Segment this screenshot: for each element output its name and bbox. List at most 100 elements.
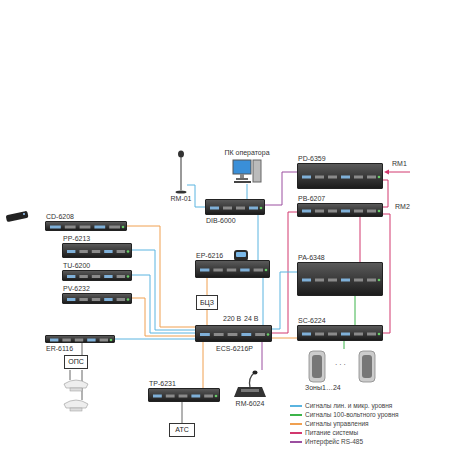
signal-connector — [272, 338, 297, 339]
signal-connector — [383, 180, 388, 207]
rack-device: ECS-6216P — [195, 325, 272, 342]
signal-connector — [355, 296, 356, 325]
rack-drawing — [298, 204, 384, 218]
device-label: DIB-6000 — [206, 217, 236, 225]
device-label: PD-6359 — [298, 155, 326, 163]
signal-connector — [272, 212, 297, 333]
smoke-detector — [64, 380, 88, 391]
device-label: TU-6200 — [63, 262, 90, 270]
device-label: ECS-6216P — [216, 345, 253, 353]
rack-drawing — [63, 244, 133, 259]
signal-label: RM1 — [392, 160, 407, 168]
legend-text: Сигналы управления — [305, 420, 369, 428]
device-label: CD-6208 — [46, 213, 74, 221]
device-label: PA-6348 — [298, 254, 325, 262]
signal-connector — [132, 298, 195, 336]
rack-drawing — [63, 271, 133, 282]
legend-swatch — [290, 441, 302, 443]
rack-device: DIB-6000 — [205, 199, 265, 215]
legend-swatch — [290, 423, 302, 425]
rack-device: EP-6216 — [195, 260, 270, 278]
signal-connector — [344, 341, 345, 349]
signal-connector — [360, 217, 361, 262]
device-label: SC-6224 — [298, 317, 326, 325]
device-label: PB-6207 — [298, 195, 325, 203]
legend-row: Интерфейс RS-485 — [290, 438, 448, 446]
process-box: ОПС — [64, 355, 88, 369]
legend-row: Питание системы — [290, 429, 448, 437]
signal-connector — [182, 402, 183, 423]
device-label: RM-01 — [171, 195, 192, 203]
rack-device: TU-6200 — [62, 270, 132, 281]
device-label: Зоны1…24 — [305, 384, 341, 392]
box-text: АТС — [175, 426, 188, 434]
rack-device: TP-6231 — [148, 388, 220, 402]
signal-connector — [262, 342, 263, 370]
desk-device: RM-6024 — [232, 370, 268, 398]
rack-drawing — [298, 326, 384, 342]
box-text: БЦЗ — [200, 299, 214, 307]
legend-row: Сигналы лин. и микр. уровня — [290, 402, 448, 410]
rack-drawing — [196, 261, 271, 279]
rack-drawing — [298, 164, 384, 190]
signal-connector — [265, 172, 297, 205]
rack-drawing — [149, 389, 221, 403]
signal-connector — [263, 278, 264, 325]
device-label: EP-6216 — [196, 252, 223, 260]
signal-label: 24 В — [244, 315, 258, 323]
legend-swatch — [290, 414, 302, 416]
pc-device: ПК оператора — [232, 158, 262, 184]
device-label: TP-6231 — [149, 380, 176, 388]
rack-drawing — [63, 294, 133, 305]
rack-drawing — [46, 222, 128, 232]
legend-text: Интерфейс RS-485 — [305, 438, 363, 446]
signal-connector — [82, 343, 83, 355]
signal-connector — [207, 310, 208, 325]
device-label: PV-6232 — [63, 285, 90, 293]
signal-connector — [247, 184, 248, 199]
pc-drawing — [232, 158, 262, 184]
signal-connector — [207, 278, 208, 295]
smoke-detector — [64, 400, 88, 411]
rack-device: PA-6348 — [297, 262, 383, 296]
rack-device: PV-6232 — [62, 293, 132, 304]
mic-device: RM-01 — [175, 150, 187, 194]
signal-label: · · · — [335, 361, 346, 369]
mains-arrow — [384, 170, 410, 175]
signal-connector — [272, 272, 297, 329]
rack-device: SC-6224 — [297, 325, 383, 341]
device-label: RM-6024 — [236, 400, 265, 408]
desk-drawing — [232, 370, 268, 398]
rack-drawing — [206, 200, 266, 216]
signal-connector — [383, 214, 390, 333]
rack-drawing — [46, 336, 116, 344]
signal-connector — [132, 250, 195, 330]
device-label: ER-6116 — [46, 345, 73, 353]
process-box: АТС — [169, 423, 195, 437]
signal-connector — [132, 275, 195, 333]
process-box: БЦЗ — [196, 295, 218, 310]
signal-connector — [115, 339, 195, 340]
signal-label: RM2 — [395, 203, 410, 211]
device-label: ПК оператора — [224, 149, 269, 157]
rack-device: PD-6359 — [297, 163, 383, 189]
signal-connector — [127, 226, 195, 327]
legend-row: Сигналы 100-вольтного уровня — [290, 411, 448, 419]
rack-device: PP-6213 — [62, 243, 132, 258]
box-text: ОПС — [68, 358, 84, 366]
signal-connector — [258, 215, 259, 260]
legend-row: Сигналы управления — [290, 420, 448, 428]
device-label: PP-6213 — [63, 235, 90, 243]
legend-text: Питание системы — [305, 429, 358, 437]
mic-drawing — [175, 150, 187, 194]
rack-device: ER-6116 — [45, 335, 115, 343]
rack-device: PB-6207 — [297, 203, 383, 217]
rack-drawing — [196, 326, 273, 343]
rack-drawing — [298, 263, 384, 297]
rack-device: CD-6208 — [45, 221, 127, 231]
legend-text: Сигналы 100-вольтного уровня — [305, 411, 399, 419]
legend-swatch — [290, 432, 302, 434]
remote-control — [6, 211, 29, 222]
signal-connector — [203, 342, 204, 388]
